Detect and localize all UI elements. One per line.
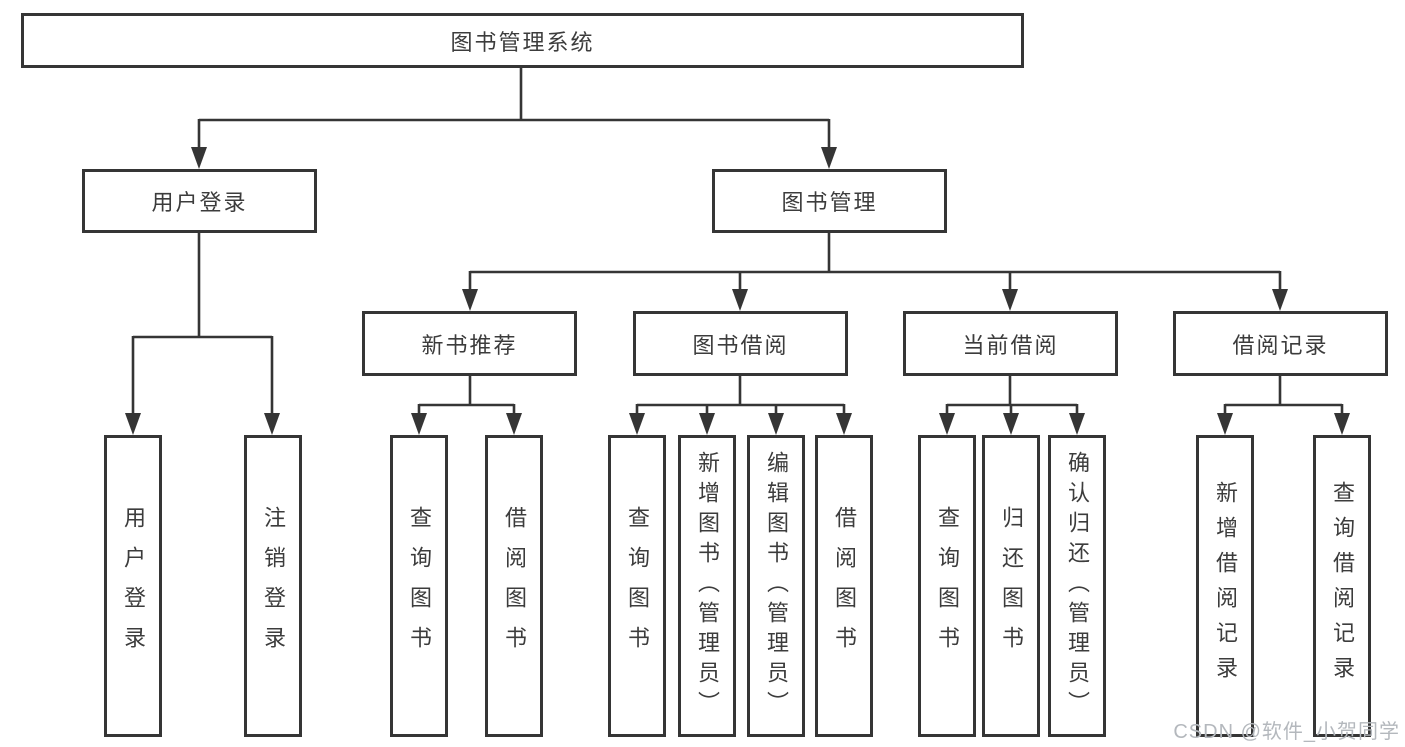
- arrowhead: [1217, 413, 1233, 435]
- arrowhead: [1272, 289, 1288, 311]
- node-borrow-records: 借阅记录: [1173, 311, 1388, 376]
- leaf-borrow-borrow-books: 借阅图书: [815, 435, 873, 737]
- arrowhead: [1002, 289, 1018, 311]
- arrowhead: [125, 413, 141, 435]
- node-user-login: 用户登录: [82, 169, 317, 233]
- leaf-confirm-return-admin: 确认归还（管理员）: [1048, 435, 1106, 737]
- leaf-current-query-books: 查询图书: [918, 435, 976, 737]
- arrowhead: [264, 413, 280, 435]
- arrowhead: [836, 413, 852, 435]
- arrowhead: [191, 147, 207, 169]
- arrowhead: [768, 413, 784, 435]
- connector-recommend-split: [417, 376, 516, 428]
- node-book-management: 图书管理: [712, 169, 947, 233]
- arrowhead: [1069, 413, 1085, 435]
- connector-root-split: [197, 68, 831, 162]
- arrowhead: [732, 289, 748, 311]
- connector-management-split: [468, 233, 1282, 304]
- arrowhead: [1003, 413, 1019, 435]
- connector-records-split: [1223, 376, 1344, 428]
- leaf-return-books: 归还图书: [982, 435, 1040, 737]
- arrowhead: [699, 413, 715, 435]
- leaf-add-books-admin: 新增图书（管理员）: [678, 435, 736, 737]
- connector-paths: [131, 68, 1344, 428]
- arrowhead: [1334, 413, 1350, 435]
- leaf-add-borrow-record: 新增借阅记录: [1196, 435, 1254, 737]
- leaf-recommend-query-books: 查询图书: [390, 435, 448, 737]
- leaf-borrow-query-books: 查询图书: [608, 435, 666, 737]
- arrowheads: [125, 147, 1350, 435]
- arrowhead: [629, 413, 645, 435]
- arrowhead: [821, 147, 837, 169]
- leaf-user-login: 用户登录: [104, 435, 162, 737]
- connector-login-split: [131, 233, 274, 428]
- arrowhead: [506, 413, 522, 435]
- arrowhead: [939, 413, 955, 435]
- arrowhead: [411, 413, 427, 435]
- leaf-recommend-borrow-books: 借阅图书: [485, 435, 543, 737]
- leaf-edit-books-admin: 编辑图书（管理员）: [747, 435, 805, 737]
- connector-borrow-split: [635, 376, 846, 428]
- node-current-borrow: 当前借阅: [903, 311, 1118, 376]
- leaf-query-borrow-record: 查询借阅记录: [1313, 435, 1371, 737]
- node-book-borrow: 图书借阅: [633, 311, 848, 376]
- node-library-management-system: 图书管理系统: [21, 13, 1024, 68]
- node-new-book-recommend: 新书推荐: [362, 311, 577, 376]
- csdn-watermark: CSDN @软件_小贺同学: [1173, 721, 1400, 743]
- arrowhead: [462, 289, 478, 311]
- leaf-logout: 注销登录: [244, 435, 302, 737]
